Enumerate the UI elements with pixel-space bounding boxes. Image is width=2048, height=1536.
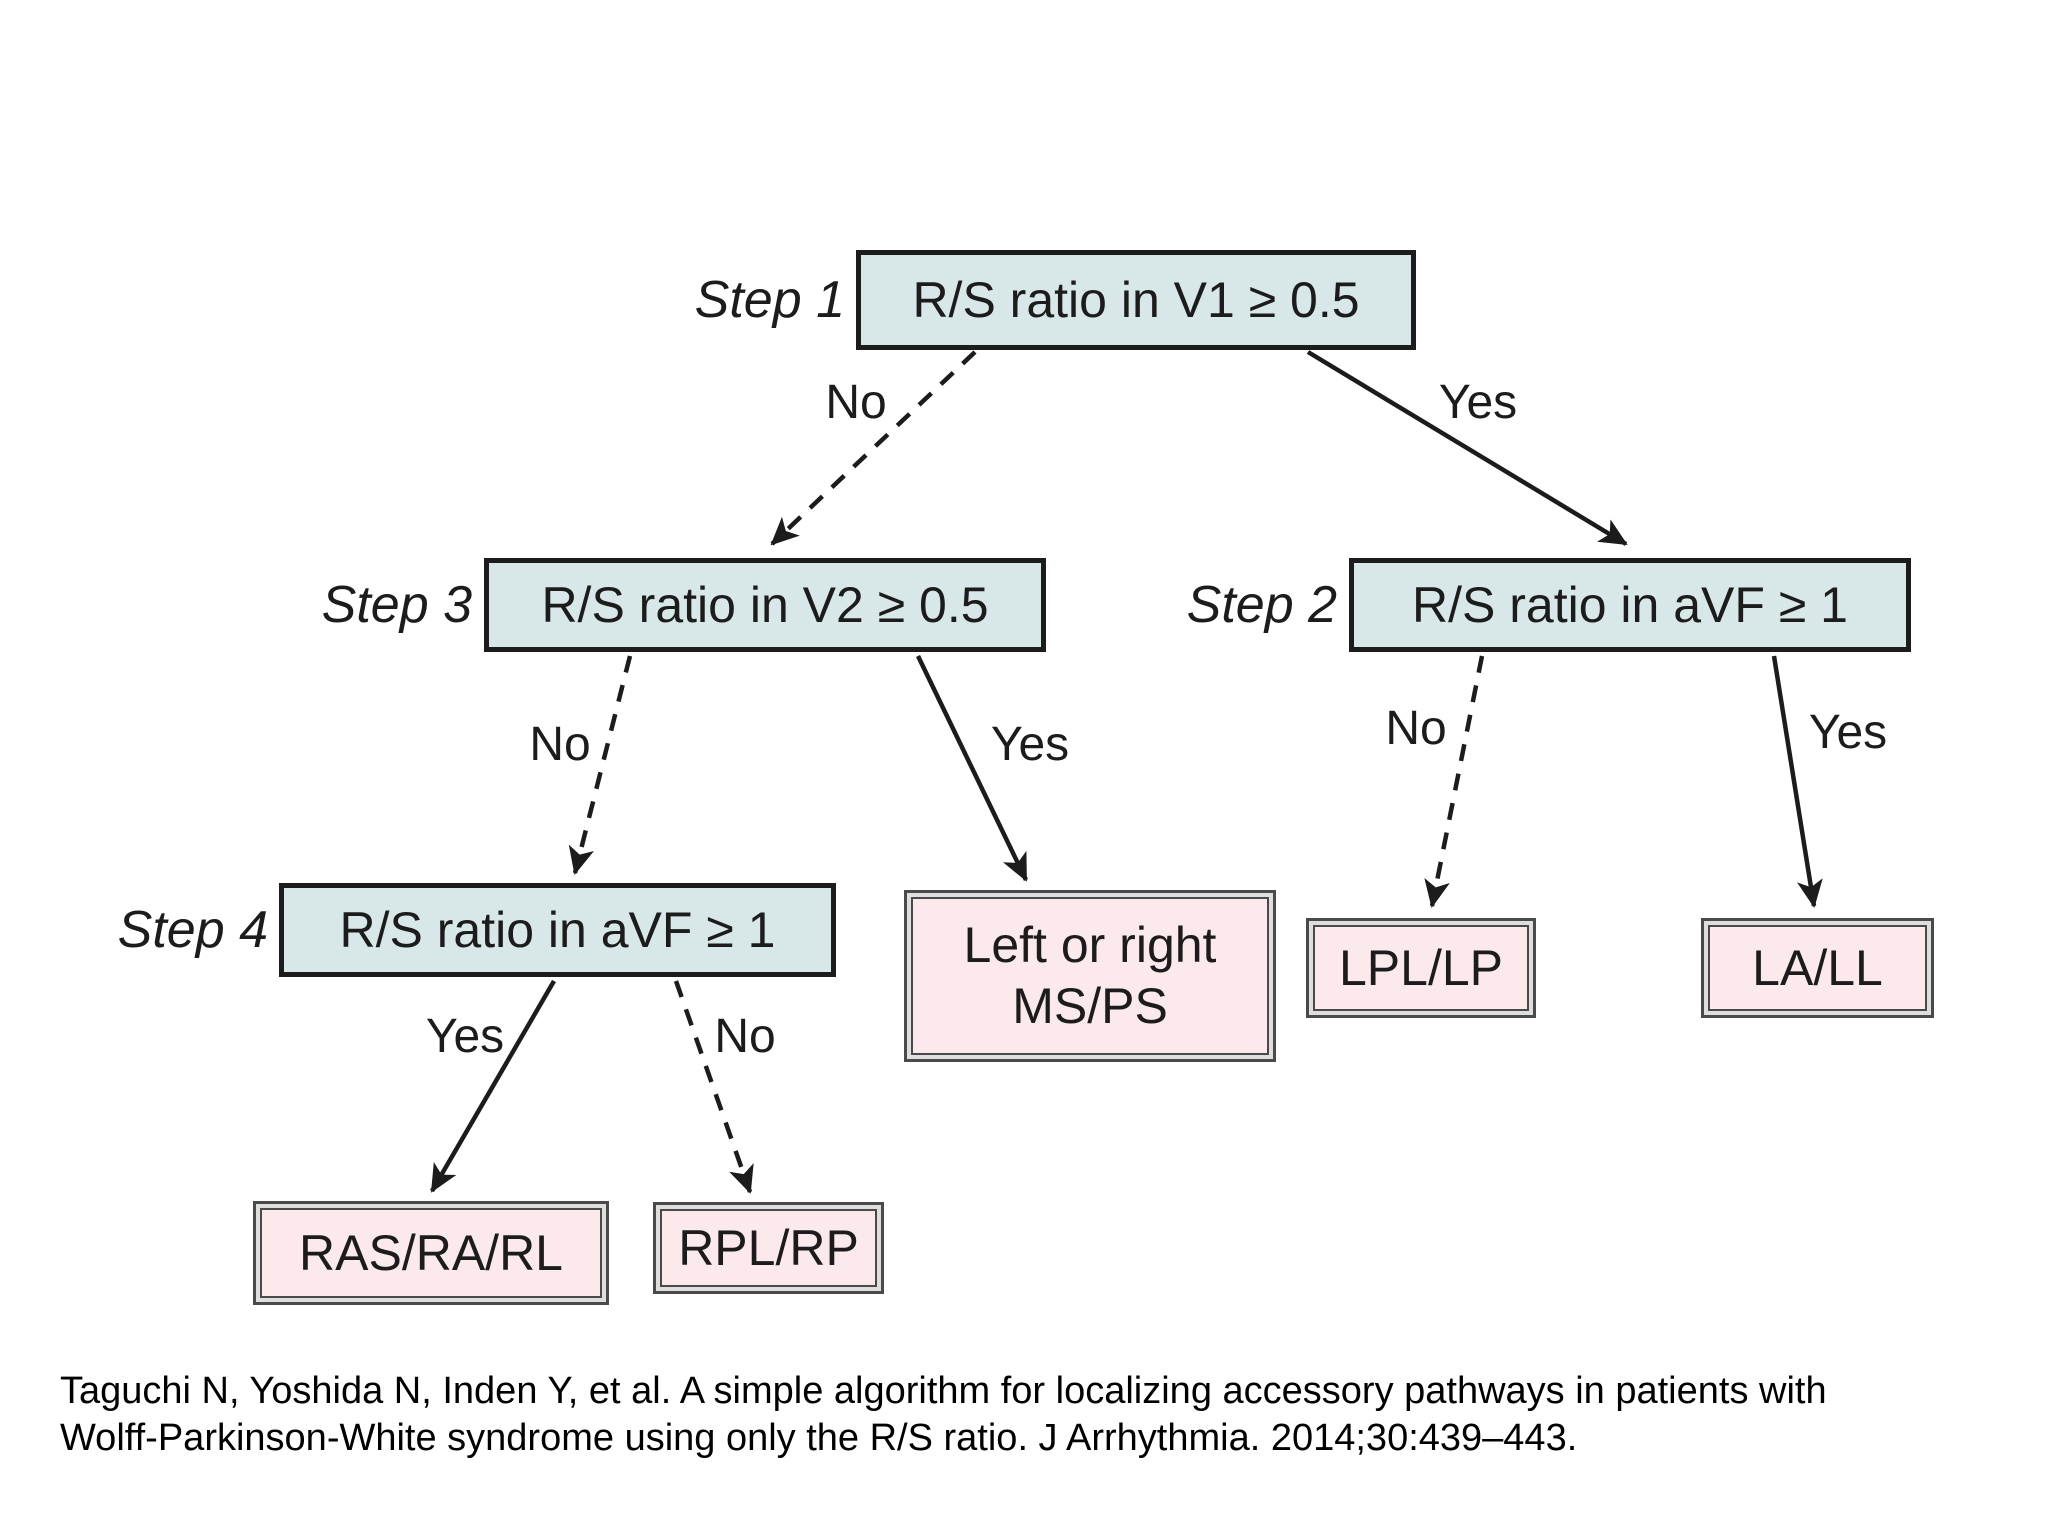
citation-line1: Taguchi N, Yoshida N, Inden Y, et al. A … — [60, 1370, 1827, 1412]
step2-label: Step 2 — [1186, 576, 1337, 634]
step4-no-label: No — [714, 1009, 776, 1063]
outcome-la-ll-text: LA/LL — [1708, 925, 1927, 1011]
edge-step4-no-arrow — [673, 980, 754, 1194]
step2-no-label: No — [1385, 701, 1447, 755]
outcome-lpl-lp-box: LPL/LP — [1306, 918, 1536, 1018]
step3-decision-box: R/S ratio in V2 ≥ 0.5 — [484, 558, 1046, 652]
outcome-ras-ra-rl-box: RAS/RA/RL — [253, 1201, 609, 1305]
edge-step1-yes-arrow — [1306, 350, 1628, 546]
outcome-lpl-lp-text: LPL/LP — [1313, 925, 1529, 1011]
edge-step3-yes-arrow — [915, 655, 1029, 882]
edge-step4-yes-arrow — [430, 979, 556, 1193]
step1-no-label: No — [825, 375, 887, 429]
step1-decision-box: R/S ratio in V1 ≥ 0.5 — [856, 250, 1416, 350]
step4-decision-box: R/S ratio in aVF ≥ 1 — [279, 883, 836, 977]
outcome-ras-ra-rl-text: RAS/RA/RL — [260, 1208, 602, 1298]
step3-yes-label: Yes — [990, 717, 1070, 771]
edge-step3-no-arrow — [568, 655, 633, 875]
step4-yes-label: Yes — [425, 1009, 505, 1063]
outcome-la-ll-box: LA/LL — [1701, 918, 1934, 1018]
edge-step2-no-arrow — [1424, 655, 1485, 908]
outcome-ms-ps-text: Left or right MS/PS — [911, 897, 1269, 1055]
citation-line2: Wolff-Parkinson-White syndrome using onl… — [60, 1417, 1578, 1460]
step1-label: Step 1 — [694, 271, 845, 329]
edge-step2-yes-arrow — [1771, 655, 1823, 908]
step2-decision-box: R/S ratio in aVF ≥ 1 — [1349, 558, 1911, 652]
step4-label: Step 4 — [117, 901, 268, 959]
step2-yes-label: Yes — [1808, 705, 1888, 759]
edge-step1-no-arrow — [770, 350, 977, 546]
outcome-rpl-rp-box: RPL/RP — [653, 1202, 884, 1294]
step3-label: Step 3 — [321, 576, 472, 634]
citation: Taguchi N, Yoshida N, Inden Y, et al. A … — [60, 1368, 1827, 1462]
outcome-ms-ps-line1: Left or right — [963, 917, 1217, 973]
outcome-rpl-rp-text: RPL/RP — [660, 1209, 877, 1287]
outcome-ms-ps-box: Left or right MS/PS — [904, 890, 1276, 1062]
step1-yes-label: Yes — [1438, 375, 1518, 429]
step3-no-label: No — [529, 717, 591, 771]
outcome-ms-ps-line2: MS/PS — [1012, 978, 1168, 1034]
